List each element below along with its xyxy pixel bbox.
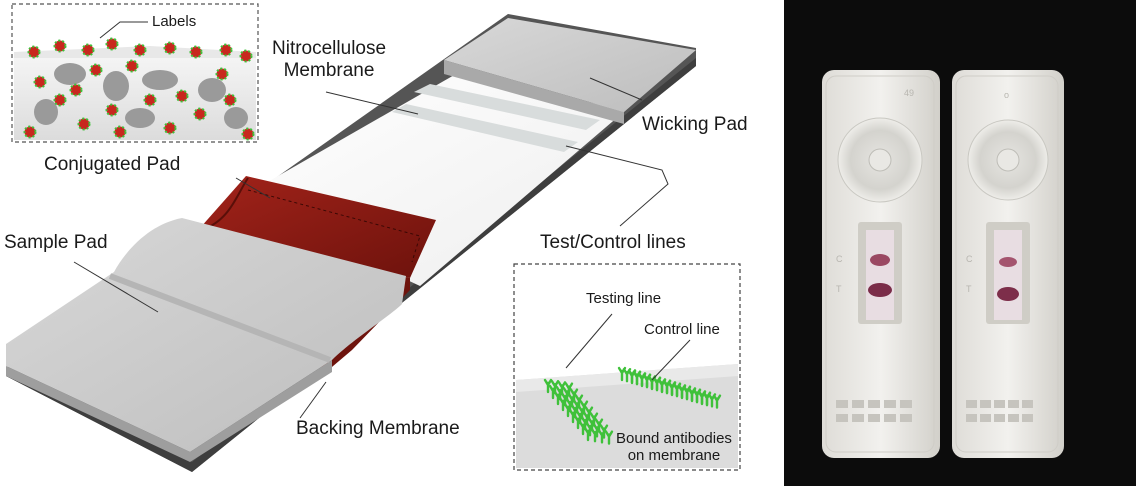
label-particle	[53, 93, 67, 107]
test-cassette-right	[952, 70, 1064, 458]
antibody	[568, 408, 578, 424]
control-line-label: Control line	[644, 321, 720, 338]
label-particle	[105, 103, 119, 117]
antibody-inset	[513, 263, 741, 471]
label-particle	[77, 117, 91, 131]
result-window-left	[866, 230, 894, 320]
label-particle	[219, 43, 233, 57]
antibody	[604, 430, 614, 445]
label-particle	[33, 75, 47, 89]
antibody-cluster-test	[543, 378, 614, 445]
label-particle	[23, 125, 37, 139]
photo-panel: 49 C T o C T	[784, 0, 1136, 486]
bound-antibodies-line2: on membrane	[627, 447, 721, 465]
labels-callout: Labels	[152, 13, 197, 30]
conjugated-pad-label: Conjugated Pad	[44, 154, 181, 175]
label-particle	[189, 45, 203, 59]
antibody	[548, 384, 558, 400]
antibody	[558, 396, 568, 412]
cassette-right-t-mark: T	[966, 284, 972, 294]
bound-antibodies-label: Bound antibodies on membrane	[616, 430, 732, 465]
test-strip	[6, 14, 696, 472]
label-particle	[215, 67, 229, 81]
label-particle	[125, 59, 139, 73]
testing-line-label: Testing line	[586, 290, 662, 307]
label-particle	[241, 127, 255, 141]
test-cassette-left	[822, 70, 940, 458]
cassette-left-c-mark: C	[836, 254, 843, 264]
antibody	[573, 414, 583, 430]
label-particle	[133, 43, 147, 57]
cassette-right-top-mark: o	[1004, 90, 1009, 100]
antibody	[712, 394, 722, 409]
sample-pad-label: Sample Pad	[4, 232, 108, 253]
backing-membrane-label: Backing Membrane	[296, 418, 460, 439]
label-particle	[53, 39, 67, 53]
label-particle	[163, 121, 177, 135]
bound-antibodies-line1: Bound antibodies	[616, 430, 732, 447]
label-particle	[27, 45, 41, 59]
label-particle	[175, 89, 189, 103]
label-particle	[223, 93, 237, 107]
porous-holes	[34, 63, 248, 129]
nitrocellulose-label-line2: Membrane	[283, 59, 375, 81]
label-particle	[89, 63, 103, 77]
antibody-cluster-control	[617, 366, 722, 409]
nitrocellulose-membrane-label: Nitrocellulose Membrane	[272, 38, 386, 82]
test-line-band	[392, 104, 578, 152]
label-particle	[143, 93, 157, 107]
antibody	[543, 378, 553, 394]
label-particle	[193, 107, 207, 121]
control-line-band	[414, 84, 600, 130]
result-window-right	[994, 230, 1022, 320]
cassette-right-c-mark: C	[966, 254, 973, 264]
cassette-left-t-mark: T	[836, 284, 842, 294]
labels-inset	[11, 3, 259, 143]
label-particle	[163, 41, 177, 55]
antibody	[597, 429, 607, 444]
cassette-left-top-mark: 49	[904, 88, 914, 98]
label-particle	[81, 43, 95, 57]
antibody	[578, 420, 588, 436]
label-particle	[69, 83, 83, 97]
label-particle	[105, 37, 119, 51]
antibody	[553, 390, 563, 406]
label-particle	[113, 125, 127, 139]
label-particles	[23, 37, 255, 141]
nitrocellulose-label-line1: Nitrocellulose	[272, 38, 387, 59]
wicking-pad	[444, 18, 696, 124]
wicking-pad-label: Wicking Pad	[642, 114, 748, 135]
antibody	[583, 426, 593, 442]
sample-pad	[6, 218, 406, 462]
antibody	[590, 428, 600, 443]
antibody	[563, 402, 573, 418]
leader-lines	[73, 21, 691, 419]
test-control-lines-label: Test/Control lines	[540, 232, 686, 253]
label-particle	[239, 49, 253, 63]
